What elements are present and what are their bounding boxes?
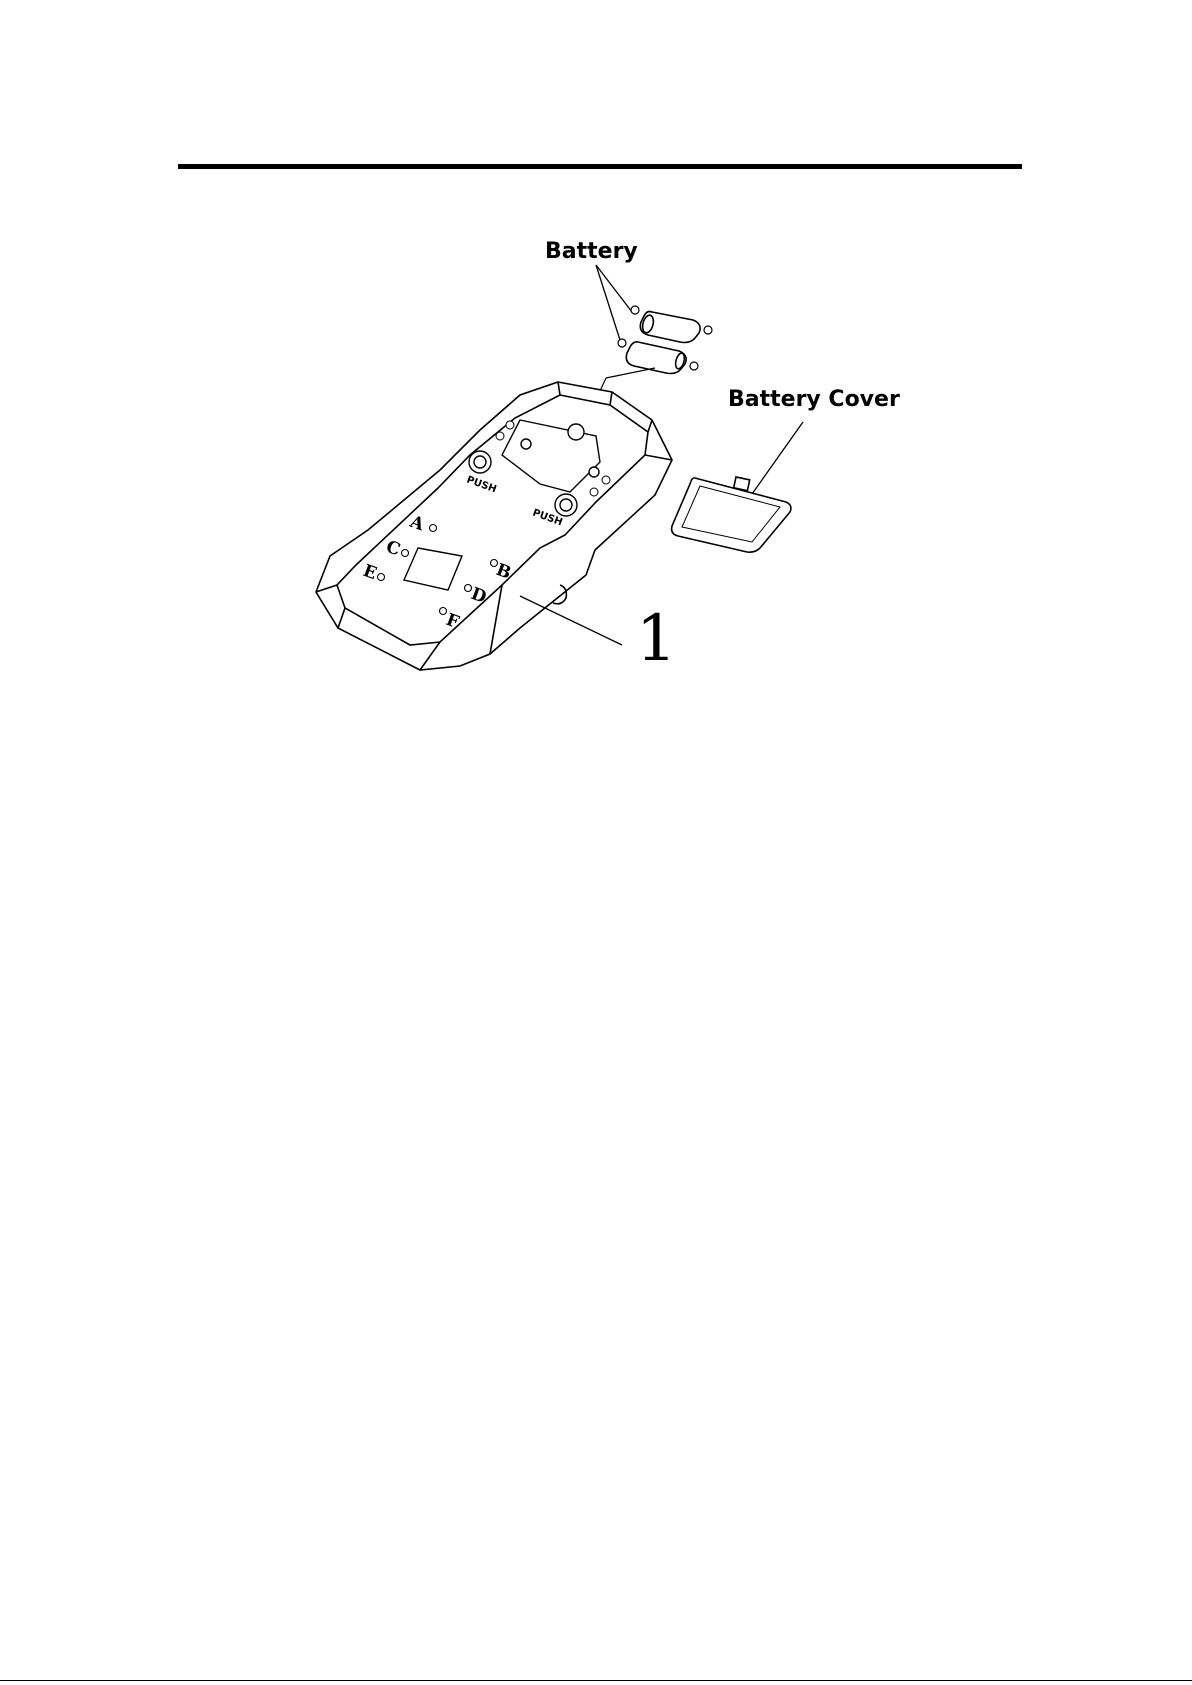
compartment-minus-icon-2 — [602, 476, 610, 484]
minus-terminal-icon — [704, 326, 712, 334]
battery-label: Battery — [545, 239, 638, 264]
compartment-plus-icon-2 — [590, 488, 598, 496]
bottom-rule — [0, 1680, 1192, 1681]
compartment-plus-icon — [506, 421, 514, 429]
battery-upper — [640, 312, 700, 343]
minus-terminal-icon-2 — [618, 339, 626, 347]
plus-terminal-icon-2 — [690, 362, 698, 370]
battery-lower — [626, 342, 686, 374]
compartment-minus-icon — [496, 432, 504, 440]
part-number: 1 — [636, 602, 677, 676]
battery-cover — [672, 477, 791, 552]
push-socket-left — [469, 451, 491, 473]
push-socket-right — [555, 494, 577, 516]
part-number-leader — [520, 596, 622, 645]
battery-leader-lines — [596, 265, 632, 340]
battery-cover-label: Battery Cover — [728, 387, 900, 412]
battery-cover-leader — [752, 422, 803, 494]
base-plate — [316, 382, 672, 670]
plus-terminal-icon — [631, 306, 639, 314]
